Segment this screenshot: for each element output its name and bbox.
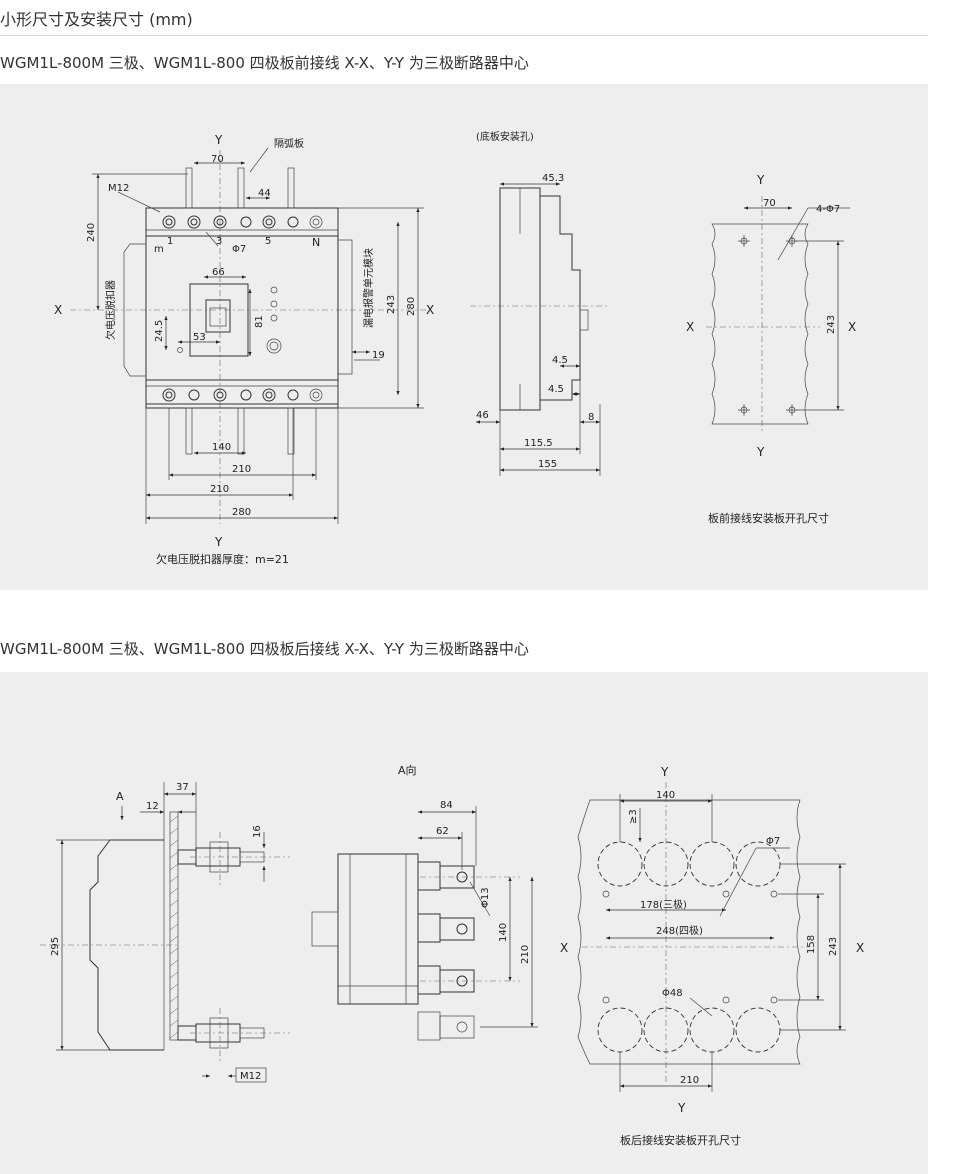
rear-cutout-axis-y-bottom: Y: [677, 1101, 686, 1115]
rear-wiring-drawing: A 37 12 16 295 M12 A向 84 62 Φ13: [40, 763, 864, 1147]
dim-4-5-b: 4.5: [548, 384, 564, 395]
a-direction-view: A向 84 62 Φ13 140 210: [311, 763, 538, 1041]
front-wiring-panel: Y Y X X 隔弧板 M12 70 44 240 m 1 3 5 N Φ7 欠…: [0, 84, 928, 590]
phi7-label: Φ7: [232, 244, 246, 255]
front-axis-x-right: X: [426, 303, 434, 317]
dim-280-vertical: 280: [406, 297, 417, 316]
dim-53: 53: [193, 332, 206, 343]
pole-3: 3: [216, 236, 222, 247]
front-cutout-caption: 板前接线安装板开孔尺寸: [708, 511, 829, 525]
rear-cutout-dim-140: 140: [656, 790, 675, 801]
front-view: Y Y X X 隔弧板 M12 70 44 240 m 1 3 5 N Φ7 欠…: [54, 133, 434, 566]
thread-m12-rear: M12: [240, 1071, 261, 1082]
phi13-label: Φ13: [480, 887, 491, 908]
rear-side-view: A 37 12 16 295 M12: [40, 782, 290, 1083]
a-view-dim-140: 140: [498, 923, 509, 942]
dim-280-horizontal: 280: [232, 507, 251, 518]
cutout-axis-y-bottom: Y: [756, 445, 765, 459]
title-divider: [0, 35, 928, 36]
dim-84: 84: [440, 800, 453, 811]
cutout-axis-x-left: X: [686, 320, 694, 334]
dim-210-a: 210: [232, 464, 251, 475]
cutout-axis-x-right: X: [848, 320, 856, 334]
pole-n: N: [312, 236, 320, 249]
pole-5: 5: [265, 236, 271, 247]
dim-243: 243: [386, 295, 397, 314]
arc-plate-label: 隔弧板: [274, 137, 304, 150]
dim-19: 19: [372, 350, 385, 361]
dim-140: 140: [212, 442, 231, 453]
cutout-dim-70: 70: [763, 198, 776, 209]
thread-m12-label: M12: [108, 183, 129, 194]
section1-subtitle: WGM1L-800M 三极、WGM1L-800 四极板前接线 X-X、Y-Y 为…: [0, 54, 529, 72]
rear-phi7-label: Φ7: [766, 836, 780, 847]
dim-24-5: 24.5: [154, 320, 165, 342]
dim-115-5: 115.5: [524, 438, 553, 449]
section2-subtitle: WGM1L-800M 三极、WGM1L-800 四极板后接线 X-X、Y-Y 为…: [0, 640, 529, 658]
leakage-module-label: 漏电报警单元模块: [362, 248, 375, 328]
rear-cutout-dim-243: 243: [828, 937, 839, 956]
dim-210-b: 210: [210, 484, 229, 495]
cutout-holes-label: 4-Φ7: [816, 204, 840, 215]
dim-4-5-a: 4.5: [552, 355, 568, 366]
rear-wiring-panel: A 37 12 16 295 M12 A向 84 62 Φ13: [0, 672, 928, 1174]
cutout-dim-243: 243: [826, 315, 837, 334]
dim-81: 81: [254, 315, 265, 328]
rear-cutout-axis-x-left: X: [560, 941, 568, 955]
m-label: m: [154, 244, 164, 255]
rear-panel-cutout: Y Y X X 140 ≥3 Φ7 178(三极) 248(四极) 158 24…: [560, 765, 864, 1147]
view-a-marker: A: [116, 790, 124, 803]
dim-46: 46: [476, 410, 489, 421]
dim-ge3: ≥3: [628, 809, 639, 824]
rear-cutout-axis-y-top: Y: [660, 765, 669, 779]
front-wiring-drawing: Y Y X X 隔弧板 M12 70 44 240 m 1 3 5 N Φ7 欠…: [54, 130, 856, 566]
front-panel-cutout: Y Y X X 70 4-Φ7 243 板前接线安装板开孔尺寸: [686, 173, 856, 525]
phi48-label: Φ48: [662, 988, 683, 999]
rear-cutout-dim-210: 210: [680, 1075, 699, 1086]
a-view-dim-210: 210: [520, 945, 531, 964]
rear-cutout-axis-x-right: X: [856, 941, 864, 955]
front-axis-x-left: X: [54, 303, 62, 317]
dim-248-four-pole: 248(四极): [656, 924, 703, 937]
a-view-title: A向: [398, 763, 417, 777]
front-axis-y-bottom: Y: [214, 535, 223, 549]
dim-62: 62: [436, 826, 449, 837]
rear-cutout-caption: 板后接线安装板开孔尺寸: [620, 1133, 741, 1147]
mounting-holes-title: (底板安装孔): [476, 130, 534, 143]
side-view: (底板安装孔) 45.3 4.5 4.5 46 8 115.5 155: [470, 130, 610, 476]
dim-240: 240: [86, 223, 97, 242]
dim-70: 70: [211, 154, 224, 165]
rear-cutout-dim-158: 158: [806, 935, 817, 954]
undervoltage-label: 欠电压脱扣器: [104, 280, 117, 340]
cutout-axis-y-top: Y: [756, 173, 765, 187]
dim-155: 155: [538, 459, 557, 470]
page-title: 小形尺寸及安装尺寸 (mm): [0, 10, 193, 29]
dim-178-three-pole: 178(三极): [640, 898, 687, 911]
dim-66: 66: [212, 267, 225, 278]
dim-12: 12: [146, 801, 159, 812]
dim-16: 16: [252, 825, 263, 838]
dim-37: 37: [176, 782, 189, 793]
dim-45-3: 45.3: [542, 173, 564, 184]
pole-1: 1: [167, 236, 173, 247]
dim-8: 8: [588, 412, 594, 423]
front-axis-y-top: Y: [214, 133, 223, 147]
dim-295: 295: [50, 937, 61, 956]
dim-44: 44: [258, 188, 271, 199]
undervoltage-thickness-note: 欠电压脱扣器厚度：m=21: [156, 552, 289, 566]
